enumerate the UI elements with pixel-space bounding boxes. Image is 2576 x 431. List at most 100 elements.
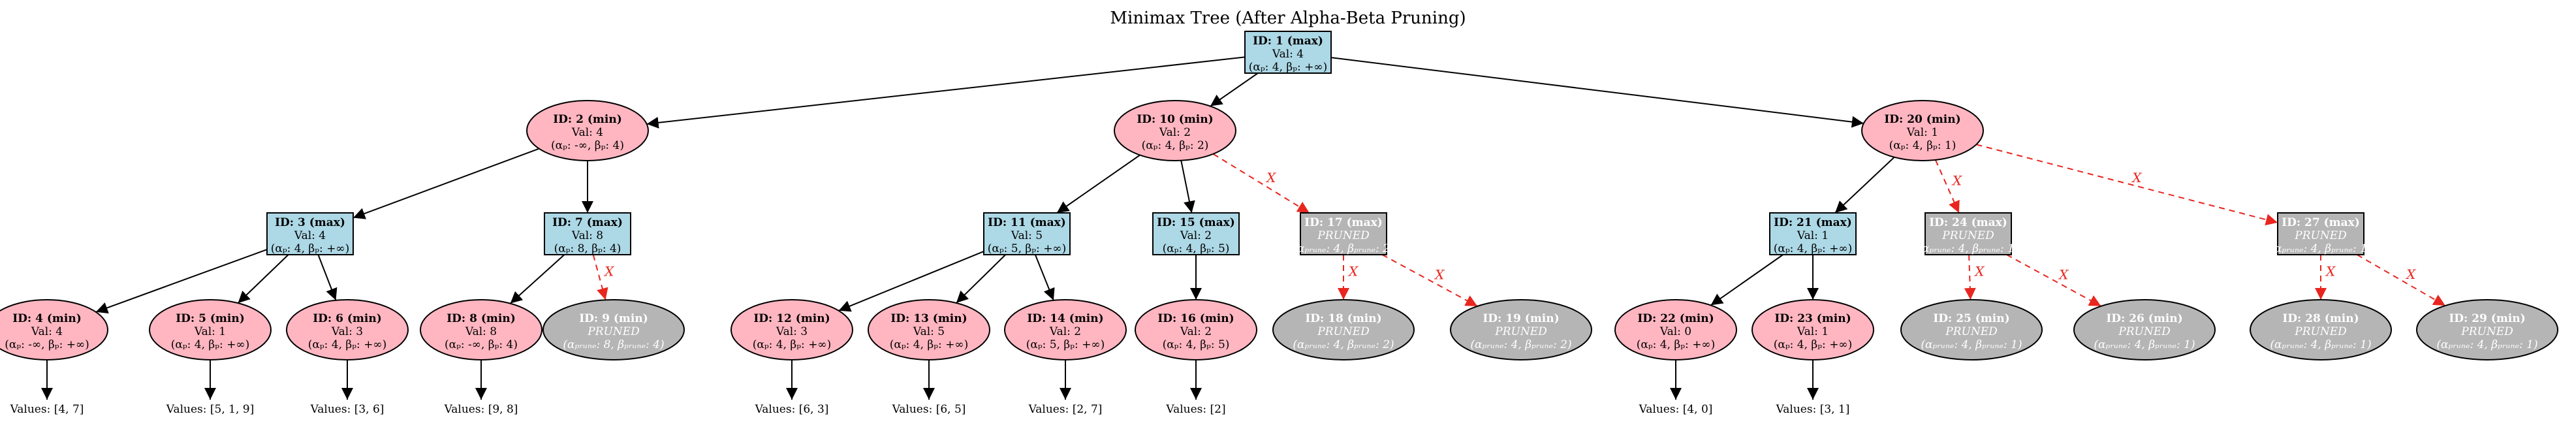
node-alpha-beta-label: (αₚ: 4, βₚ: 5)	[1163, 242, 1230, 255]
min-node-ellipse	[1135, 299, 1257, 360]
pruned-edge-n27-n29: X	[2357, 254, 2446, 306]
edge-n10-n11	[1056, 154, 1140, 214]
node-id-label: ID: 12 (min)	[753, 312, 830, 325]
diagram-title: Minimax Tree (After Alpha-Beta Pruning)	[1110, 8, 1466, 28]
node-id-label: ID: 18 (min)	[1305, 312, 1381, 325]
node-id-label: ID: 10 (min)	[1137, 113, 1213, 126]
node-alpha-beta-label: (αₚᵣᵤₙₑ: 4, βₚᵣᵤₙₑ: 2)	[1293, 338, 1394, 351]
node-id-label: ID: 23 (min)	[1774, 312, 1851, 325]
node-alpha-beta-label: (αₚᵣᵤₙₑ: 4, βₚᵣᵤₙₑ: 1)	[2436, 338, 2537, 351]
edge-n1-n2	[646, 56, 1246, 129]
node-alpha-beta-label: (αₚ: -∞, βₚ: +∞)	[5, 338, 89, 351]
min-node-ellipse	[1114, 100, 1236, 161]
edge-n21-n22	[1710, 254, 1783, 306]
pruned-min-node-ellipse	[542, 299, 685, 360]
pruned-edge-x-label: X	[1973, 264, 1985, 279]
min-node-ellipse	[868, 299, 990, 360]
node-value-label: Val: 1	[1797, 229, 1829, 242]
tree-node-20: ID: 20 (min)Val: 1(αₚ: 4, βₚ: 1)	[1861, 100, 1984, 161]
node-value-label: Val: 3	[331, 325, 363, 338]
edge-n20-n21	[1834, 156, 1895, 214]
leaf-values-label: Values: [6, 5]	[892, 403, 966, 416]
pruned-min-node-ellipse	[1272, 299, 1415, 360]
leaf-values-label: Values: [5, 1, 9]	[166, 403, 254, 416]
max-node-box	[544, 212, 631, 255]
node-alpha-beta-label: (αₚ: 4, βₚ: +∞)	[271, 242, 349, 255]
edge-n11-n12	[838, 251, 984, 312]
tree-node-7: ID: 7 (max)Val: 8(αₚ: 8, βₚ: 4)	[544, 212, 631, 255]
node-value-label: PRUNED	[2460, 325, 2513, 338]
min-node-ellipse	[286, 299, 409, 360]
node-alpha-beta-label: (αₚ: 5, βₚ: +∞)	[988, 242, 1066, 255]
node-id-label: ID: 15 (max)	[1157, 216, 1235, 229]
max-node-box	[1244, 31, 1332, 74]
max-node-box	[266, 212, 354, 255]
node-id-label: ID: 11 (max)	[988, 216, 1066, 229]
min-node-ellipse	[1614, 299, 1737, 360]
node-value-label: Val: 2	[1049, 325, 1081, 338]
pruned-edge-n24-n26: X	[2006, 254, 2101, 307]
node-alpha-beta-label: (αₚ: 4, βₚ: +∞)	[1637, 338, 1715, 351]
node-id-label: ID: 16 (min)	[1157, 312, 1234, 325]
node-id-label: ID: 26 (min)	[2106, 312, 2182, 325]
pruned-edge-n17-n18: X	[1338, 255, 1359, 300]
node-id-label: ID: 5 (min)	[176, 312, 245, 325]
node-value-label: PRUNED	[2294, 325, 2347, 338]
node-alpha-beta-label: (αₚ: 4, βₚ: +∞)	[1249, 61, 1327, 74]
node-value-label: Val: 4	[294, 229, 326, 242]
tree-node-14: ID: 14 (min)Val: 2(αₚ: 5, βₚ: +∞)	[1004, 299, 1127, 360]
node-value-label: PRUNED	[1494, 325, 1547, 338]
tree-node-28-pruned: ID: 28 (min)PRUNED(αₚᵣᵤₙₑ: 4, βₚᵣᵤₙₑ: 1)	[2250, 299, 2392, 360]
node-value-label: Val: 5	[1011, 229, 1043, 242]
min-node-ellipse	[1004, 299, 1127, 360]
pruned-edge-n10-n17: X	[1212, 153, 1310, 214]
pruned-edge-x-label: X	[1347, 264, 1359, 279]
node-id-label: ID: 9 (min)	[579, 312, 648, 325]
node-value-label: PRUNED	[1945, 325, 1998, 338]
node-id-label: ID: 7 (max)	[552, 216, 623, 229]
max-node-box	[1152, 212, 1240, 255]
min-node-ellipse	[730, 299, 853, 360]
node-value-label: PRUNED	[1317, 325, 1370, 338]
node-alpha-beta-label: (αₚ: 4, βₚ: 1)	[1889, 139, 1956, 152]
node-value-label: Val: 2	[1180, 325, 1212, 338]
node-value-label: PRUNED	[587, 325, 640, 338]
pruned-edge-x-label: X	[1951, 172, 1962, 188]
min-node-ellipse	[1861, 100, 1984, 161]
min-node-ellipse	[526, 100, 649, 161]
node-alpha-beta-label: (αₚᵣᵤₙₑ: 8, βₚᵣᵤₙₑ: 4)	[563, 338, 664, 351]
node-alpha-beta-label: (αₚ: 4, βₚ: 2)	[1142, 139, 1209, 152]
tree-node-22: ID: 22 (min)Val: 0(αₚ: 4, βₚ: +∞)	[1614, 299, 1737, 360]
tree-node-1: ID: 1 (max)Val: 4(αₚ: 4, βₚ: +∞)	[1244, 31, 1332, 74]
node-alpha-beta-label: (αₚᵣᵤₙₑ: 4, βₚᵣᵤₙₑ: 1)	[1921, 338, 2022, 351]
pruned-max-node-box	[1300, 212, 1387, 255]
node-alpha-beta-label: (αₚ: 4, βₚ: +∞)	[753, 338, 831, 351]
min-node-ellipse	[0, 299, 108, 360]
pruned-edge-x-label: X	[1434, 266, 1445, 282]
node-id-label: ID: 3 (max)	[275, 216, 345, 229]
node-value-label: Val: 5	[913, 325, 945, 338]
node-alpha-beta-label: (αₚᵣᵤₙₑ: 4, βₚᵣᵤₙₑ: 1)	[2270, 242, 2371, 255]
tree-node-21: ID: 21 (max)Val: 1(αₚ: 4, βₚ: +∞)	[1769, 212, 1857, 255]
tree-node-16: ID: 16 (min)Val: 2(αₚ: 4, βₚ: 5)	[1135, 299, 1257, 360]
node-value-label: Val: 1	[194, 325, 226, 338]
node-alpha-beta-label: (αₚ: 5, βₚ: +∞)	[1026, 338, 1105, 351]
edge-n10-n15	[1180, 160, 1195, 214]
node-value-label: Val: 4	[571, 126, 603, 139]
pruned-edge-x-label: X	[2325, 264, 2336, 279]
edge-n1-n10	[1210, 72, 1259, 107]
leaf-values-label: Values: [4, 0]	[1639, 403, 1713, 416]
node-id-label: ID: 17 (max)	[1304, 216, 1383, 229]
pruned-edge-n27-n28: X	[2315, 255, 2336, 300]
tree-node-3: ID: 3 (max)Val: 4(αₚ: 4, βₚ: +∞)	[266, 212, 354, 255]
min-node-ellipse	[1751, 299, 1874, 360]
leaf-values-label: Values: [3, 1]	[1776, 403, 1850, 416]
pruned-edge-n20-n24: X	[1934, 159, 1962, 214]
leaves-layer: Values: [4, 7]Values: [5, 1, 9]Values: […	[10, 403, 1850, 416]
pruned-edge-x-label: X	[603, 264, 614, 279]
tree-node-24-pruned: ID: 24 (max)PRUNED(αₚᵣᵤₙₑ: 4, βₚᵣᵤₙₑ: 1)	[1917, 212, 2019, 255]
node-id-label: ID: 2 (min)	[553, 113, 622, 126]
leaf-values-label: Values: [6, 3]	[755, 403, 829, 416]
